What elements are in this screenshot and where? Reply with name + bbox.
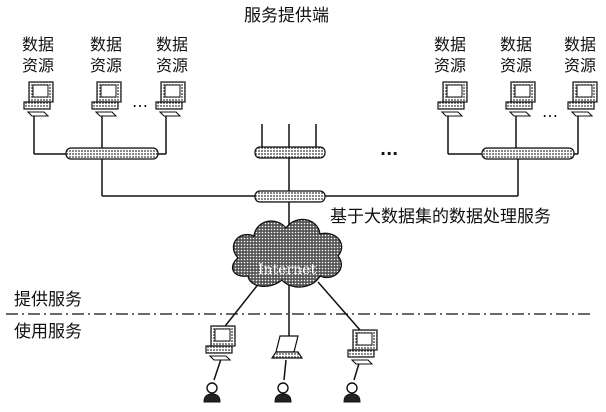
users [203, 382, 361, 403]
computer-icon [567, 81, 598, 117]
center-switch [254, 146, 326, 159]
computer-icon [91, 81, 122, 117]
data-source-label: 数据 资源 [563, 35, 596, 75]
internet-cloud [231, 218, 343, 288]
left-ellipsis: … [132, 92, 148, 111]
computer-icon [205, 325, 236, 361]
hub-switch [254, 190, 326, 203]
gap-ellipsis: ··· [380, 144, 399, 163]
user-icon [203, 382, 221, 403]
provide-service-label: 提供服务 [14, 290, 82, 310]
data-source-label: 数据 资源 [155, 35, 188, 75]
computer-icon [437, 81, 468, 117]
right-switch [481, 147, 575, 160]
left-switch [65, 147, 159, 160]
computer-icon [505, 81, 536, 117]
bus-bars [65, 146, 575, 203]
data-source-label: 数据 资源 [499, 35, 532, 75]
user-icon [274, 382, 292, 403]
computer-icon [347, 329, 378, 365]
data-source-computers [23, 81, 598, 117]
cloud-label: Internet [258, 262, 317, 278]
use-service-label: 使用服务 [14, 322, 82, 342]
data-source-label: 数据 资源 [89, 35, 122, 75]
laptop-icon [271, 335, 303, 359]
user-icon [343, 382, 361, 403]
data-source-label: 数据 资源 [21, 35, 54, 75]
connection-lines [33, 112, 579, 381]
computer-icon [155, 81, 186, 117]
right-ellipsis: … [542, 102, 558, 121]
hub-label: 基于大数据集的数据处理服务 [330, 207, 551, 227]
diagram-title: 服务提供端 [244, 6, 329, 26]
computer-icon [23, 81, 54, 117]
data-source-label: 数据 资源 [433, 35, 466, 75]
client-devices [205, 325, 378, 365]
